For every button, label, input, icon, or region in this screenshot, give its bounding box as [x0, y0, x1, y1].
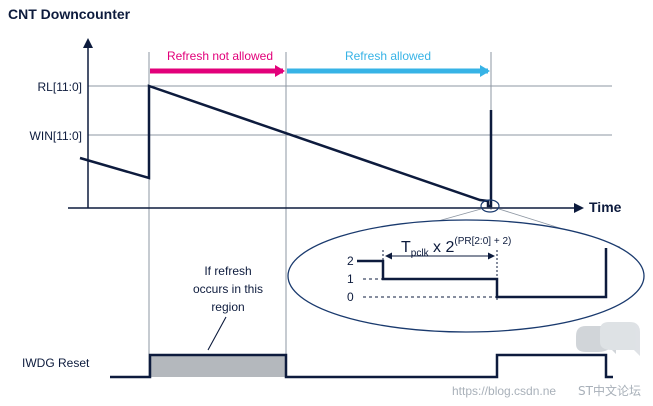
- refresh-allowed-label: Refresh allowed: [345, 49, 431, 63]
- zoom-level-2-label: 2: [347, 254, 354, 268]
- zoom-source-circle: [480, 199, 500, 213]
- zoom-step-waveform: [357, 248, 608, 299]
- formula-multiplier: x 2: [429, 239, 455, 256]
- zoom-detail-ellipse: [287, 219, 645, 333]
- formula-exponent: (PR[2:0] + 2): [454, 236, 511, 247]
- note-line-3: region: [211, 300, 244, 314]
- note-line-1: If refresh: [204, 264, 251, 278]
- watermark-brand: ST中文论坛: [578, 383, 641, 398]
- zoom-level-1-label: 1: [347, 272, 354, 286]
- prescaler-formula: Tpclk x 2(PR[2:0] + 2): [401, 236, 511, 259]
- diagram-title: CNT Downcounter: [8, 6, 131, 22]
- refresh-not-allowed-label: Refresh not allowed: [167, 49, 273, 63]
- note-pointer: [207, 316, 227, 351]
- iwdg-reset-waveform: [110, 353, 613, 379]
- watermark-url: https://blog.csdn.ne: [452, 384, 556, 398]
- zoom-level-0-label: 0: [347, 290, 354, 304]
- note-line-2: occurs in this: [193, 282, 263, 296]
- early-refresh-reset-region: [150, 355, 286, 377]
- brand-watermark-icon: [576, 322, 640, 356]
- rl-label: RL[11:0]: [38, 80, 82, 94]
- formula-subscript: pclk: [411, 248, 430, 259]
- formula-base: T: [401, 239, 411, 256]
- win-label: WIN[11:0]: [30, 129, 82, 143]
- iwdg-reset-label: IWDG Reset: [22, 356, 90, 370]
- time-axis-label: Time: [589, 199, 622, 215]
- counter-waveform: [79, 84, 493, 208]
